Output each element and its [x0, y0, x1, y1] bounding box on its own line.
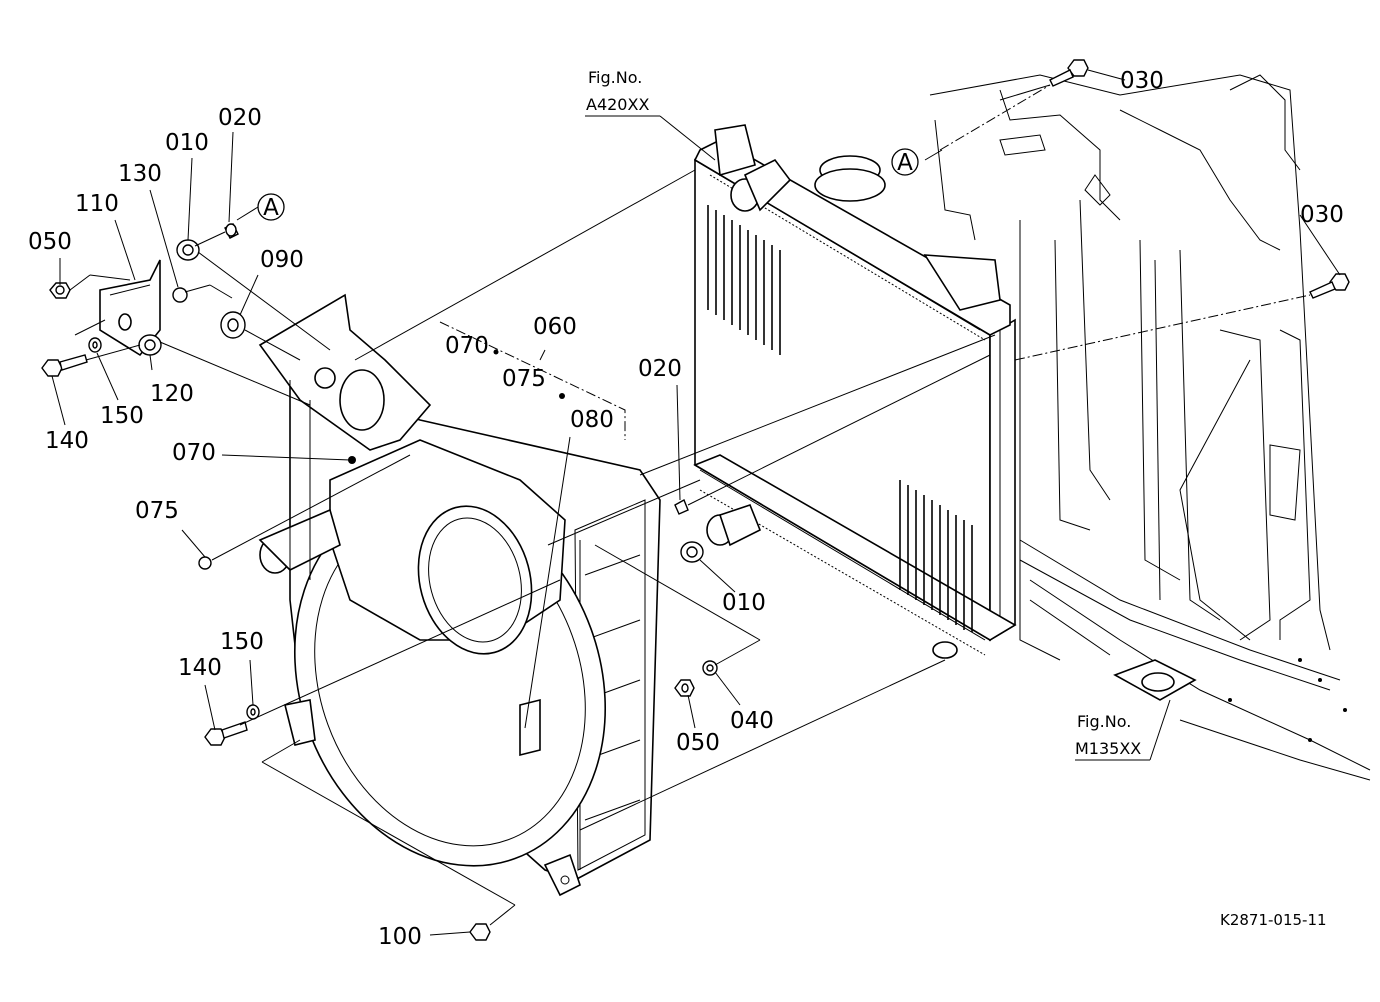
radiator-core-upper — [707, 205, 781, 355]
bolt-140-lower — [204, 721, 248, 746]
callout-090: 090 — [260, 247, 304, 273]
callout-140-upper: 140 — [45, 428, 89, 454]
callout-040: 040 — [730, 708, 774, 734]
bolt-100 — [469, 923, 491, 941]
plug-075-upper — [559, 393, 565, 399]
callout-110: 110 — [75, 191, 119, 217]
grommet-120 — [138, 334, 162, 356]
figure-ref-m135-code: M135XX — [1075, 739, 1141, 758]
grommet-010-upper — [176, 239, 200, 261]
callout-080: 080 — [570, 407, 614, 433]
bracket-110 — [74, 259, 161, 357]
callout-010-upper: 010 — [165, 130, 209, 156]
callout-130: 130 — [118, 161, 162, 187]
collar-130 — [172, 287, 188, 303]
bolt-030-right — [1309, 273, 1350, 299]
drawing-code: K2871-015-11 — [1220, 911, 1327, 929]
callout-150-upper: 150 — [100, 403, 144, 429]
callout-070-left: 070 — [172, 440, 216, 466]
callout-labels: 020 010 130 110 050 090 120 150 140 070 … — [28, 68, 1344, 950]
callout-100: 100 — [378, 924, 422, 950]
washer-040 — [702, 660, 718, 676]
nut-050-lower — [674, 679, 695, 697]
bushing-020-lower — [674, 499, 689, 515]
grommet-010-lower — [680, 541, 704, 563]
plug-075-lower — [198, 556, 212, 570]
callout-120: 120 — [150, 381, 194, 407]
view-marker-a-left-text: A — [263, 195, 279, 221]
figure-ref-a420-label: Fig.No. — [588, 68, 642, 87]
callout-010-lower: 010 — [722, 590, 766, 616]
radiator-core-lower — [899, 480, 973, 632]
clip-070 — [348, 456, 356, 464]
figure-ref-m135: Fig.No. M135XX — [1075, 712, 1141, 758]
callout-030-right: 030 — [1300, 202, 1344, 228]
callout-030-upper: 030 — [1120, 68, 1164, 94]
callout-140-lower: 140 — [178, 655, 222, 681]
callout-050-upper: 050 — [28, 229, 72, 255]
assembly-lines — [69, 84, 1311, 926]
radiator — [693, 124, 1017, 659]
bolt-030-upper — [1049, 59, 1089, 87]
bushing-020-upper — [224, 223, 239, 239]
fan-shroud — [258, 293, 661, 897]
figure-ref-a420-code: A420XX — [586, 95, 649, 114]
callout-050-lower: 050 — [676, 730, 720, 756]
callout-075-group: 075 — [502, 366, 546, 392]
callout-060: 060 — [533, 314, 577, 340]
callout-075-left: 075 — [135, 498, 179, 524]
label-leaders — [51, 69, 1341, 936]
tractor-frame — [929, 74, 1371, 781]
callout-020-upper: 020 — [218, 105, 262, 131]
washer-150-upper — [88, 337, 102, 353]
bolt-140-upper — [41, 354, 88, 377]
callout-150-lower: 150 — [220, 629, 264, 655]
view-marker-a-right-text: A — [897, 150, 913, 176]
figure-ref-a420: Fig.No. A420XX — [586, 68, 649, 114]
figure-ref-m135-label: Fig.No. — [1077, 712, 1131, 731]
group-dot-070 — [493, 349, 499, 355]
view-marker-a-right: A — [891, 148, 919, 176]
callout-070-group: 070 — [445, 333, 489, 359]
callout-020-lower: 020 — [638, 356, 682, 382]
view-marker-a-left: A — [257, 193, 285, 221]
nut-050-upper — [49, 282, 71, 299]
grommet-090 — [220, 311, 246, 339]
